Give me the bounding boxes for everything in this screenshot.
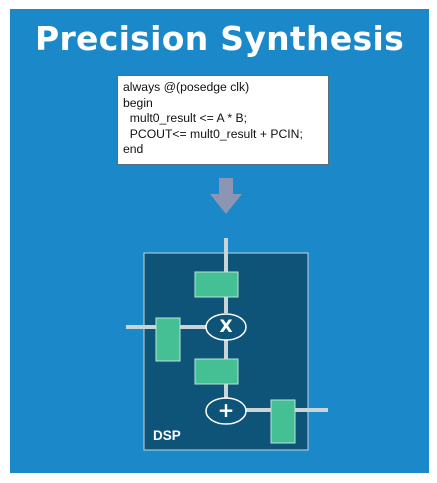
slide-title: Precision Synthesis: [34, 19, 405, 58]
multiplier-node: [205, 313, 247, 341]
code-line-2: begin: [123, 95, 153, 110]
verilog-code-box: always @(posedge clk) begin mult0_result…: [117, 75, 329, 165]
dsp-label: DSP: [153, 428, 181, 443]
register-top: [194, 271, 239, 298]
code-line-3: mult0_result <= A * B;: [123, 111, 247, 126]
register-right: [270, 399, 296, 444]
register-left: [155, 317, 181, 362]
code-line-1: always @(posedge clk): [123, 80, 250, 94]
register-middle: [194, 358, 239, 385]
code-line-5: end: [123, 142, 144, 157]
add-symbol: +: [217, 398, 235, 422]
down-arrow-icon: [210, 178, 242, 214]
multiply-symbol: X: [219, 317, 233, 337]
adder-node: [205, 397, 247, 425]
code-line-4: PCOUT<= mult0_result + PCIN;: [123, 126, 303, 141]
